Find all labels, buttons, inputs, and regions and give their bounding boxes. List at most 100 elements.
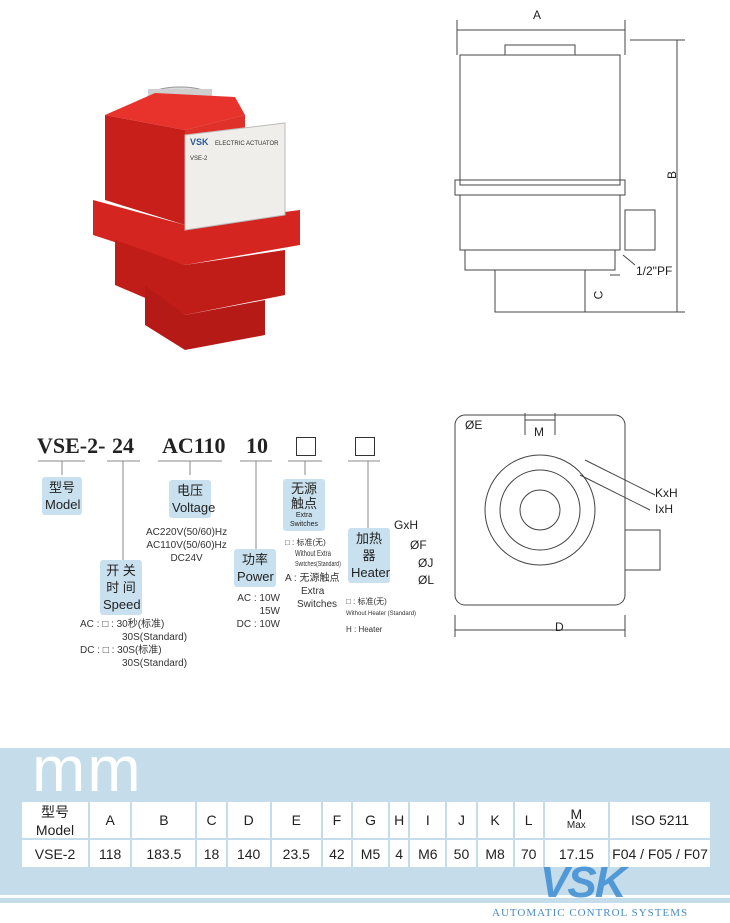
- dim-l: ØL: [418, 573, 435, 587]
- voltage-opt: AC220V(50/60)Hz: [146, 527, 228, 538]
- speed-opt: 30S(Standard): [122, 632, 188, 643]
- actuator-photo: VSK ELECTRIC ACTUATOR VSE-2: [93, 86, 300, 350]
- header-cell: G: [352, 802, 389, 838]
- switch-opt: Extra: [301, 586, 325, 597]
- port-size: 1/2"PF: [636, 264, 673, 278]
- cell: 70: [514, 840, 543, 867]
- m-sub: Max: [566, 820, 586, 831]
- voltage-cn: 电压: [176, 483, 203, 498]
- dim-c: C: [591, 290, 606, 300]
- power-opt: 15W: [259, 606, 280, 617]
- code-leader-lines: [38, 460, 380, 560]
- code-heater-slot: [355, 437, 375, 456]
- model-box: 型号 Model: [42, 477, 82, 515]
- power-cn: 功率: [241, 552, 268, 567]
- code-speed: 24: [112, 433, 134, 458]
- heater-en: Heater: [351, 565, 391, 580]
- voltage-box: 电压 Voltage: [169, 480, 216, 518]
- header-cell: H: [390, 802, 409, 838]
- switch-cn2: 触点: [290, 496, 317, 511]
- speed-en: Speed: [103, 597, 141, 612]
- speed-opt: 30S(Standard): [122, 658, 188, 669]
- switch-opt: Switches: [297, 599, 338, 610]
- logo-tagline: AUTOMATIC CONTROL SYSTEMS: [492, 907, 689, 919]
- dim-b: B: [665, 170, 680, 180]
- header-cell: L: [514, 802, 543, 838]
- code-switch-slot: [296, 437, 316, 456]
- vsk-logo: VSK: [540, 858, 626, 907]
- header-cell: F: [322, 802, 351, 838]
- dim-kxh: KxH: [655, 486, 678, 500]
- header-cell: E: [271, 802, 321, 838]
- band-stripe: [0, 895, 730, 898]
- header-cell: J: [447, 802, 476, 838]
- speed-cn2: 时 间: [106, 580, 136, 595]
- photo-model: VSE-2: [190, 156, 208, 162]
- power-box: 功率 Power: [234, 549, 276, 587]
- cell: 4: [390, 840, 409, 867]
- dim-ixh: IxH: [655, 502, 673, 516]
- header-cell: I: [410, 802, 446, 838]
- header-cell: C: [197, 802, 226, 838]
- cell: 17.15: [544, 840, 608, 867]
- cell: M5: [352, 840, 389, 867]
- code-voltage: AC110: [162, 433, 226, 458]
- cell: 183.5: [132, 840, 196, 867]
- heater-opt: Without Heater (Standard): [346, 611, 417, 617]
- power-options: AC : 10W 15W DC : 10W: [228, 592, 280, 631]
- photo-brand: VSK: [190, 137, 209, 147]
- switch-opt: A : 无源触点: [285, 573, 340, 584]
- switch-en: Extra Switches: [289, 512, 318, 528]
- dim-j: ØJ: [418, 556, 434, 570]
- header-cell: K: [477, 802, 513, 838]
- cell: M8: [477, 840, 513, 867]
- voltage-opt: DC24V: [170, 553, 203, 564]
- dim-m: M: [534, 425, 544, 439]
- cell: M6: [410, 840, 446, 867]
- cell: 140: [227, 840, 270, 867]
- power-en: Power: [237, 569, 274, 584]
- voltage-en: Voltage: [172, 500, 216, 515]
- model-en: Model: [45, 497, 81, 512]
- header-cell: D: [227, 802, 270, 838]
- power-opt: AC : 10W: [237, 593, 280, 604]
- dim-gxh: GxH: [394, 518, 418, 532]
- speed-opt: DC : □ : 30S(标准): [80, 645, 162, 656]
- speed-options: AC : □ : 30秒(标准) 30S(Standard) DC : □ : 3…: [80, 618, 187, 670]
- m-label: M: [570, 806, 583, 822]
- heater-cn: 加热器: [355, 531, 382, 563]
- unit-label: mm: [32, 733, 143, 805]
- table-row: VSE-2 118 183.5 18 140 23.5 42 M5 4 M6 5…: [22, 840, 710, 867]
- switch-opt: Switches(Standard): [295, 561, 341, 568]
- header-cell: B: [132, 802, 196, 838]
- bottom-view-drawing: [454, 413, 661, 637]
- cell: 23.5: [271, 840, 321, 867]
- switch-opt: Without Extra: [295, 549, 332, 558]
- dim-a: A: [533, 8, 542, 22]
- power-opt: DC : 10W: [236, 619, 280, 630]
- cell: VSE-2: [22, 840, 88, 867]
- cell: F04 / F05 / F07: [610, 840, 710, 867]
- heater-opt: H : Heater: [346, 625, 383, 634]
- header-cell: ISO 5211: [610, 802, 710, 838]
- heater-opt: □ : 标准(无): [346, 597, 387, 606]
- dim-e: ØE: [465, 418, 483, 432]
- voltage-opt: AC110V(50/60)Hz: [146, 540, 227, 551]
- cell: 50: [447, 840, 476, 867]
- speed-opt: AC : □ : 30秒(标准): [80, 619, 165, 630]
- switch-options: □ : 标准(无) Without Extra Switches(Standar…: [285, 537, 356, 611]
- dim-f: ØF: [410, 538, 427, 552]
- model-cn: 型号: [48, 480, 75, 495]
- cell: 42: [322, 840, 351, 867]
- header-cell: 型号Model: [22, 802, 88, 838]
- cell: 18: [197, 840, 226, 867]
- side-view-drawing: [454, 20, 685, 313]
- cell: 118: [90, 840, 131, 867]
- dim-d: D: [555, 620, 564, 634]
- code-power: 10: [246, 433, 268, 458]
